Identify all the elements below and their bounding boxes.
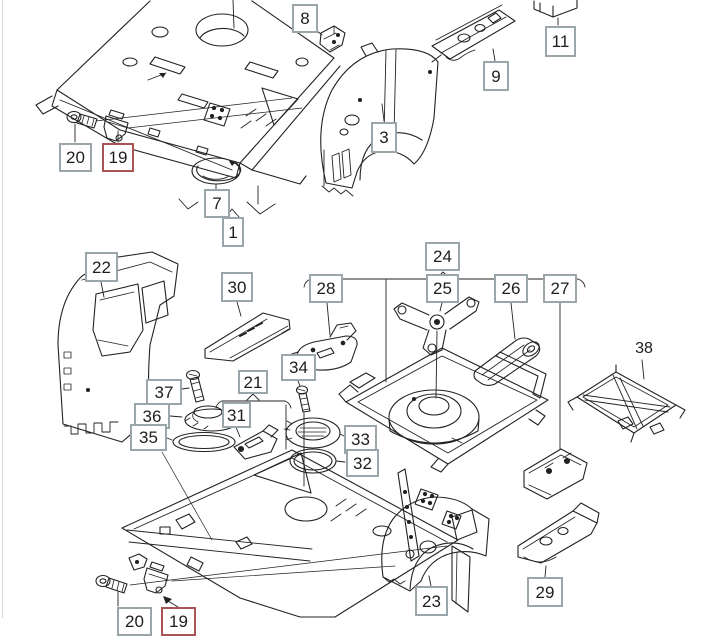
panel-edge-line	[2, 0, 3, 618]
leader-group-21	[215, 393, 292, 450]
callout-31[interactable]: 31	[222, 402, 251, 428]
callout-19-top[interactable]: 19	[102, 143, 134, 172]
part-screw-37	[161, 369, 213, 541]
callout-1[interactable]: 1	[222, 217, 244, 247]
part-round-cover-7	[178, 157, 276, 218]
callout-22[interactable]: 22	[85, 252, 118, 282]
part-seal-ring-32	[289, 448, 346, 474]
callout-26[interactable]: 26	[494, 274, 528, 303]
part-latch-bracket-31	[233, 424, 279, 460]
part-bracket-26	[473, 302, 541, 387]
callout-27[interactable]: 27	[543, 274, 577, 303]
callout-35[interactable]: 35	[130, 424, 167, 451]
callout-32[interactable]: 32	[346, 449, 379, 477]
callout-11[interactable]: 11	[545, 26, 576, 57]
callout-24[interactable]: 24	[425, 242, 460, 271]
part-bracket-9	[431, 4, 516, 62]
callout-19-bottom[interactable]: 19	[161, 607, 196, 636]
part-wheel-housing-23	[381, 496, 490, 592]
callout-3[interactable]: 3	[371, 122, 397, 153]
part-wheel-housing-3	[320, 42, 442, 197]
callout-28[interactable]: 28	[309, 274, 343, 303]
part-bolt-and-sensor-top	[66, 97, 303, 143]
part-floor-panel-bottom	[121, 449, 471, 618]
callout-8[interactable]: 8	[292, 4, 318, 33]
callout-37[interactable]: 37	[146, 379, 182, 405]
callout-34[interactable]: 34	[281, 354, 316, 381]
part-clip-8	[316, 25, 346, 53]
callout-25[interactable]: 25	[426, 274, 459, 303]
callout-20-bottom[interactable]: 20	[117, 607, 152, 636]
part-round-cover-33	[283, 417, 345, 449]
callout-9[interactable]: 9	[483, 61, 509, 91]
part-member-11	[533, 0, 578, 26]
part-bolt-and-sensor-bottom	[95, 545, 448, 608]
part-cross-brace-38	[567, 359, 686, 443]
callout-29[interactable]: 29	[527, 577, 563, 607]
diagram-line-art	[35, 0, 686, 618]
part-bracket-27	[523, 448, 588, 500]
part-retainer-tripod-25	[393, 296, 480, 399]
part-bracket-29	[517, 502, 600, 578]
callout-38: 38	[635, 340, 653, 357]
part-seal-ring-35	[166, 431, 236, 453]
part-wheel-housing-22	[57, 251, 179, 443]
part-spare-wheel-well	[338, 347, 549, 473]
callout-20-top[interactable]: 20	[59, 143, 92, 172]
callout-23[interactable]: 23	[415, 586, 448, 616]
callout-7[interactable]: 7	[204, 189, 230, 218]
part-sill-member-30	[204, 301, 291, 362]
callout-30[interactable]: 30	[221, 272, 253, 302]
callout-21[interactable]: 21	[238, 370, 268, 394]
